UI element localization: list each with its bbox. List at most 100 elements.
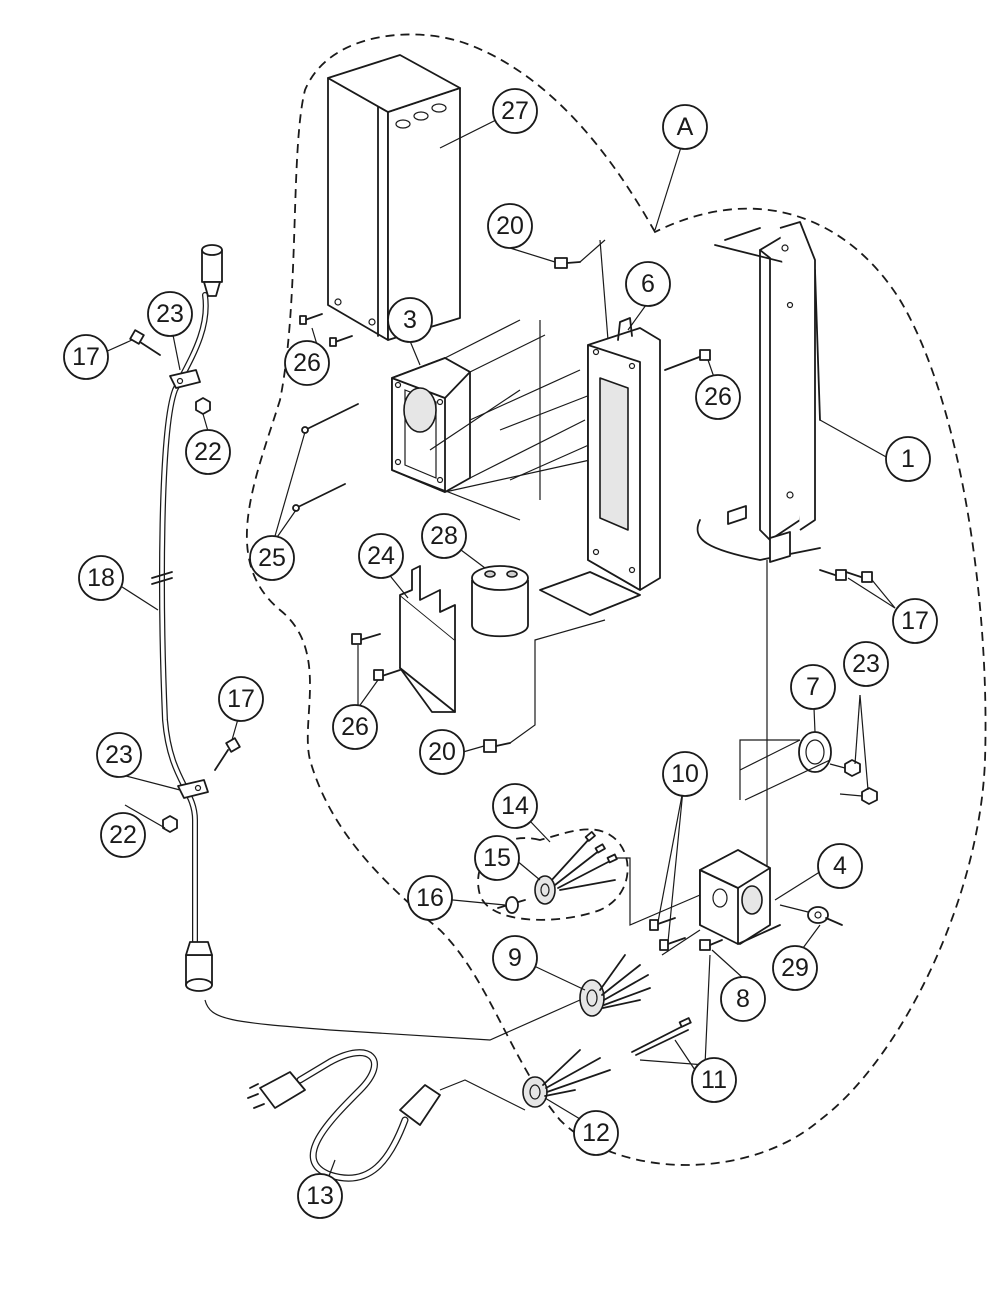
svg-text:23: 23 <box>105 741 133 769</box>
callout-23-bottom: 23 <box>96 732 142 778</box>
callout-13: 13 <box>297 1173 343 1219</box>
part-22-nut-left-bottom <box>162 815 178 833</box>
svg-text:24: 24 <box>367 542 395 570</box>
part-20-screw-lower <box>483 619 606 753</box>
svg-text:7: 7 <box>806 673 820 701</box>
svg-text:12: 12 <box>582 1119 610 1147</box>
part-10-screws <box>649 917 686 951</box>
part-28-capacitor <box>471 565 529 638</box>
svg-text:23: 23 <box>852 650 880 678</box>
part-29-ring-terminal <box>779 904 843 926</box>
svg-text:13: 13 <box>306 1182 334 1210</box>
part-17-screw-left-top <box>129 329 161 356</box>
callout-20-lower: 20 <box>419 729 465 775</box>
svg-text:15: 15 <box>483 844 511 872</box>
svg-text:20: 20 <box>496 212 524 240</box>
part-22-nut-left-top <box>195 397 211 415</box>
svg-text:26: 26 <box>704 383 732 411</box>
callout-22-left-bottom: 22 <box>100 812 146 858</box>
part-11-wire-lead <box>631 1017 692 1056</box>
svg-text:6: 6 <box>641 270 655 298</box>
part-3-transformer <box>391 357 471 493</box>
svg-text:23: 23 <box>156 300 184 328</box>
part-26-screws-cover <box>299 313 353 347</box>
subassembly-boundary-dashed <box>477 828 629 921</box>
svg-text:3: 3 <box>403 306 417 334</box>
part-17-screws-right <box>819 569 873 583</box>
part-1-main-frame <box>696 221 821 563</box>
svg-text:29: 29 <box>781 954 809 982</box>
svg-text:25: 25 <box>258 544 286 572</box>
svg-text:8: 8 <box>736 985 750 1013</box>
svg-text:26: 26 <box>293 349 321 377</box>
svg-text:9: 9 <box>508 944 522 972</box>
callout-8: 8 <box>720 976 766 1022</box>
callout-28: 28 <box>421 513 467 559</box>
callout-17-left-top: 17 <box>63 334 109 380</box>
callout-24: 24 <box>358 533 404 579</box>
leader-lines <box>102 117 896 1193</box>
assembly-boundary-dashed <box>246 33 987 1166</box>
callout-26-plate: 26 <box>695 374 741 420</box>
svg-text:22: 22 <box>194 438 222 466</box>
svg-text:18: 18 <box>87 564 115 592</box>
callout-9: 9 <box>492 935 538 981</box>
svg-text:17: 17 <box>901 607 929 635</box>
svg-text:22: 22 <box>109 821 137 849</box>
callout-25: 25 <box>249 535 295 581</box>
callout-27: 27 <box>492 88 538 134</box>
callout-A: A <box>662 104 708 150</box>
callout-18: 18 <box>78 555 124 601</box>
callout-16: 16 <box>407 875 453 921</box>
callout-20-top: 20 <box>487 203 533 249</box>
part-26-screw-plate <box>664 349 711 371</box>
callout-26-cover: 26 <box>284 340 330 386</box>
part-6-mounting-plate <box>539 317 661 616</box>
part-23-clamp-top <box>169 369 201 389</box>
callout-29: 29 <box>772 945 818 991</box>
svg-text:27: 27 <box>501 97 529 125</box>
callout-7: 7 <box>790 664 836 710</box>
callout-4: 4 <box>817 843 863 889</box>
part-9-connector <box>579 954 651 1017</box>
callout-26-bracket: 26 <box>332 704 378 750</box>
part-7-flange <box>739 731 832 801</box>
svg-text:4: 4 <box>833 852 847 880</box>
part-26-screws-bracket <box>351 633 401 681</box>
part-17-screw-left-mid <box>214 737 241 771</box>
part-12-plug <box>522 1049 611 1108</box>
svg-text:17: 17 <box>227 685 255 713</box>
callout-10: 10 <box>662 751 708 797</box>
svg-text:1: 1 <box>901 445 915 473</box>
part-24-capacitor-bracket <box>399 565 456 713</box>
callout-17-left-mid: 17 <box>218 676 264 722</box>
svg-text:17: 17 <box>72 343 100 371</box>
callout-1: 1 <box>885 436 931 482</box>
callout-22-right: 23 <box>843 641 889 687</box>
part-13-power-cord <box>247 1049 526 1182</box>
svg-text:28: 28 <box>430 522 458 550</box>
part-8-screw <box>699 939 723 951</box>
part-25-mounting-rods <box>292 403 359 512</box>
svg-text:26: 26 <box>341 713 369 741</box>
svg-text:11: 11 <box>701 1066 727 1094</box>
callout-12: 12 <box>573 1110 619 1156</box>
callout-14: 14 <box>492 783 538 829</box>
callout-15: 15 <box>474 835 520 881</box>
callout-11: 11 <box>691 1057 737 1103</box>
svg-text:14: 14 <box>501 792 529 820</box>
svg-text:10: 10 <box>671 760 699 788</box>
part-14-wire-harness <box>549 830 618 891</box>
svg-text:A: A <box>677 113 694 141</box>
part-18-extension-cable <box>151 244 581 1041</box>
callout-23-top: 23 <box>147 291 193 337</box>
part-27-cover-housing <box>327 54 461 341</box>
part-16-pin <box>497 896 526 914</box>
part-20-screw-top <box>554 239 606 269</box>
assembly-guide-lines <box>391 239 609 521</box>
callout-6: 6 <box>625 261 671 307</box>
callout-22-left-top: 22 <box>185 429 231 475</box>
part-4-junction-box <box>699 849 781 945</box>
part-15-connector <box>534 875 556 905</box>
callout-3: 3 <box>387 297 433 343</box>
